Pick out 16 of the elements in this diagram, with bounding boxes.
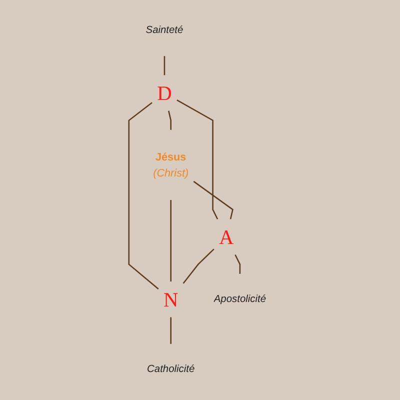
connector — [193, 180, 234, 220]
node-text: A — [219, 225, 234, 248]
node-text: Apostolicité — [214, 294, 266, 304]
node-text: Jésus (Christ) — [153, 150, 189, 179]
connector — [170, 317, 172, 344]
connector — [234, 254, 241, 274]
connector — [164, 56, 166, 76]
connector — [182, 248, 214, 284]
node-text: D — [157, 82, 172, 104]
connector — [168, 110, 172, 130]
node-text: N — [163, 288, 178, 311]
node-text: Catholicité — [147, 364, 195, 375]
connector — [176, 100, 218, 220]
node-text: Sainteté — [146, 24, 184, 36]
connector — [128, 102, 159, 290]
connector — [170, 200, 172, 282]
